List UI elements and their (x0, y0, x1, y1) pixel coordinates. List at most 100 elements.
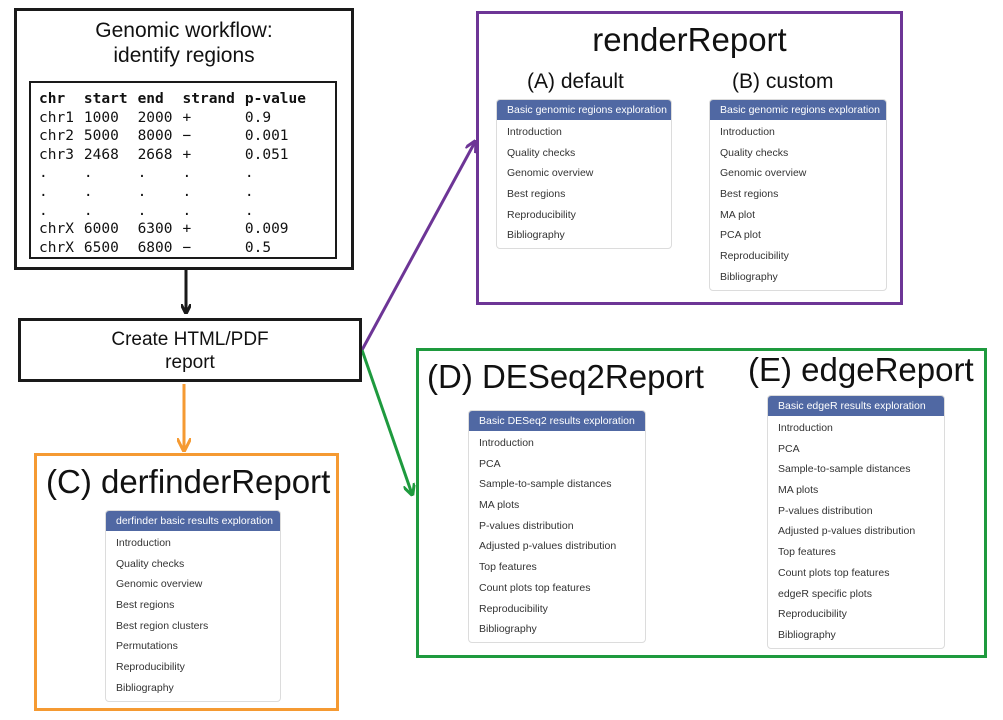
table-cell: . (137, 165, 147, 182)
create-report-line2: report (165, 352, 215, 373)
table-cell: . (39, 183, 48, 200)
menu-item[interactable]: Count plots top features (479, 581, 591, 594)
menu-item[interactable]: P-values distribution (778, 504, 873, 517)
menu-header[interactable]: derfinder basic results exploration (106, 511, 280, 531)
menu-item[interactable]: Reproducibility (116, 661, 185, 674)
table-cell: 5000 (83, 128, 119, 145)
table-cell: 0.5 (244, 239, 272, 256)
table-cell: 6300 (137, 221, 173, 238)
menu-item[interactable]: Reproducibility (778, 608, 847, 621)
menu-item[interactable]: Best regions (720, 188, 779, 201)
menu-item[interactable]: Bibliography (507, 229, 565, 242)
arrow-create-to-render (360, 142, 475, 351)
menu-header[interactable]: Basic DESeq2 results exploration (469, 411, 645, 431)
derfinder-report-menu: derfinder basic results exploration Intr… (105, 510, 281, 702)
table-cell: + (182, 146, 192, 163)
menu-item[interactable]: Introduction (778, 422, 833, 434)
menu-item[interactable]: Bibliography (720, 270, 778, 283)
table-header-cell: start (83, 91, 128, 107)
menu-item[interactable]: Best regions (507, 188, 566, 201)
create-report-box: Create HTML/PDF report (18, 318, 362, 382)
default-label: (A) default (527, 70, 624, 93)
custom-report-menu: Basic genomic regions exploration Introd… (709, 99, 887, 291)
workflow-title: Genomic workflow: identify regions (17, 18, 351, 68)
menu-item[interactable]: Introduction (479, 437, 534, 449)
menu-item[interactable]: Best regions (116, 599, 175, 612)
table-cell: chr3 (39, 146, 74, 163)
menu-header[interactable]: Basic edgeR results exploration (768, 396, 944, 416)
table-cell: . (83, 202, 93, 219)
table-cell: . (244, 165, 254, 182)
deseq2-report-title: (D) DESeq2Report (427, 358, 704, 395)
deseq2-edge-report-box: (D) DESeq2Report (E) edgeReport Basic DE… (416, 348, 987, 658)
menu-item[interactable]: MA plots (778, 484, 819, 497)
table-cell: 6800 (137, 239, 173, 256)
table-row: chrX 6000 6300 +0.009 (39, 220, 316, 239)
menu-item[interactable]: Introduction (720, 126, 775, 138)
table-cell: + (182, 109, 192, 126)
menu-item[interactable]: Genomic overview (720, 167, 807, 180)
menu-item[interactable]: PCA (479, 457, 501, 470)
menu-item[interactable]: Quality checks (507, 146, 576, 159)
menu-item[interactable]: MA plots (479, 499, 520, 512)
menu-item[interactable]: Permutations (116, 640, 178, 653)
menu-item[interactable]: Adjusted p-values distribution (778, 525, 916, 538)
table-cell: . (182, 165, 192, 182)
menu-item[interactable]: Adjusted p-values distribution (479, 540, 617, 553)
menu-header[interactable]: Basic genomic regions exploration (710, 100, 886, 120)
table-cell: 8000 (137, 128, 173, 145)
menu-item[interactable]: Top features (778, 546, 836, 559)
menu-item[interactable]: Top features (479, 561, 537, 574)
table-cell: 0.001 (244, 128, 289, 145)
menu-item[interactable]: Count plots top features (778, 566, 890, 579)
menu-item[interactable]: edgeR specific plots (778, 587, 872, 600)
genomic-workflow-box: Genomic workflow: identify regions chr st… (14, 8, 354, 270)
table-cell: 1000 (83, 109, 119, 126)
table-cell: chrX (39, 221, 74, 238)
edge-report-menu: Basic edgeR results exploration Introduc… (767, 395, 945, 649)
edge-report-title: (E) edgeReport (748, 351, 974, 388)
table-cell: 0.009 (244, 221, 289, 238)
table-cell: chr2 (39, 128, 74, 145)
table-cell: 6000 (83, 221, 119, 238)
menu-item[interactable]: Sample-to-sample distances (479, 478, 612, 491)
menu-item[interactable]: Reproducibility (720, 250, 789, 263)
menu-header[interactable]: Basic genomic regions exploration (497, 100, 671, 120)
menu-item[interactable]: Genomic overview (507, 167, 594, 180)
table-cell: 6500 (83, 239, 119, 256)
menu-item[interactable]: Bibliography (116, 681, 174, 694)
derfinder-report-title: (C) derfinderReport (46, 463, 331, 500)
menu-item[interactable]: Reproducibility (479, 602, 548, 615)
menu-item[interactable]: Bibliography (479, 623, 537, 636)
deseq2-report-menu: Basic DESeq2 results exploration Introdu… (468, 410, 646, 643)
table-cell: . (244, 183, 254, 200)
menu-item[interactable]: Reproducibility (507, 208, 576, 221)
table-header-cell: end (137, 91, 164, 107)
table-cell: . (182, 202, 192, 219)
menu-item[interactable]: Introduction (116, 537, 171, 549)
table-header-cell: p-value (244, 91, 306, 107)
menu-item[interactable]: Sample-to-sample distances (778, 463, 911, 476)
table-cell: . (244, 202, 254, 219)
table-header-cell: chr (39, 91, 66, 107)
menu-item[interactable]: PCA plot (720, 229, 761, 242)
menu-item[interactable]: MA plot (720, 208, 756, 221)
menu-item[interactable]: Genomic overview (116, 578, 203, 591)
menu-item[interactable]: Quality checks (720, 146, 789, 159)
table-cell: 2668 (137, 146, 173, 163)
menu-item[interactable]: PCA (778, 442, 800, 455)
menu-item[interactable]: Quality checks (116, 557, 185, 570)
menu-item[interactable]: Bibliography (778, 628, 836, 641)
menu-item[interactable]: P-values distribution (479, 519, 574, 532)
menu-item[interactable]: Introduction (507, 126, 562, 138)
menu-item[interactable]: Best region clusters (116, 619, 209, 632)
table-cell: + (182, 221, 192, 238)
workflow-title-line2: identify regions (113, 44, 255, 67)
